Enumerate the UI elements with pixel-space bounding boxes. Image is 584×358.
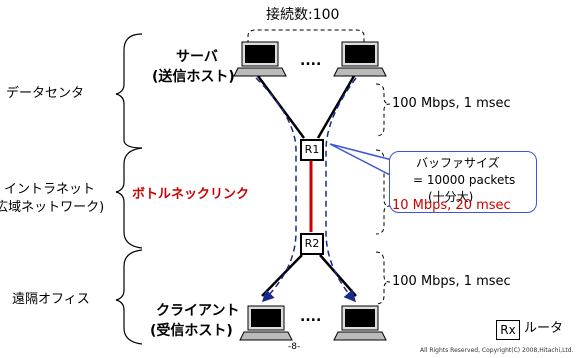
link-r2-client1 [261, 254, 303, 297]
link-spec-top: 100 Mbps, 1 msec [392, 96, 511, 111]
connections-bracket [247, 29, 365, 44]
link-server2-r1 [316, 75, 356, 139]
callout-line-2: = 10000 packets [413, 173, 516, 187]
server-laptop-1 [233, 41, 287, 77]
router-r1: R1 [300, 139, 324, 161]
link-r2-client2 [319, 254, 357, 297]
server-label-1: サーバ [176, 49, 218, 65]
flow-path-right [325, 77, 357, 303]
zone-remote-office: 遠隔オフィス [12, 292, 90, 307]
link-spec-bottleneck: 10 Mbps, 20 msec [392, 198, 511, 213]
server-label-2: (送信ホスト) [152, 69, 235, 85]
bottleneck-link-label: ボトルネックリンク [132, 187, 250, 202]
zone-intranet-line2: (広域ネットワーク) [0, 200, 105, 215]
client-label-2: (受信ホスト) [150, 323, 233, 339]
link-brace-top [375, 83, 391, 137]
brace-remote-office [115, 249, 143, 345]
legend-router-box: Rx [496, 320, 520, 340]
server-laptop-2 [333, 41, 387, 77]
client-ellipsis: .... [300, 309, 322, 325]
page-number: -8- [288, 342, 301, 352]
buffer-size-callout [389, 151, 537, 213]
zone-intranet-line1: イントラネット [4, 182, 96, 197]
server-ellipsis: .... [300, 53, 322, 69]
link-server1-r1 [256, 75, 306, 139]
callout-line-1: バッファサイズ [416, 156, 500, 170]
brace-datacenter [115, 33, 143, 149]
client-label-1: クライアント [156, 303, 240, 319]
brace-intranet [115, 147, 143, 249]
router-r2: R2 [300, 233, 324, 255]
copyright: All Rights Reserved, Copyright(C) 2008,H… [420, 347, 574, 354]
legend-router-label: ルータ [524, 321, 564, 336]
link-brace-bottom [375, 251, 391, 305]
link-spec-bottom: 100 Mbps, 1 msec [392, 274, 511, 289]
flow-path-left [255, 77, 297, 303]
connections-label: 接続数:100 [266, 7, 340, 23]
callout-line-3: (十分大) [428, 190, 474, 204]
client-laptop-1 [239, 305, 293, 341]
client-laptop-2 [333, 305, 387, 341]
callout-pointer [329, 143, 393, 178]
zone-datacenter: データセンタ [6, 86, 85, 101]
